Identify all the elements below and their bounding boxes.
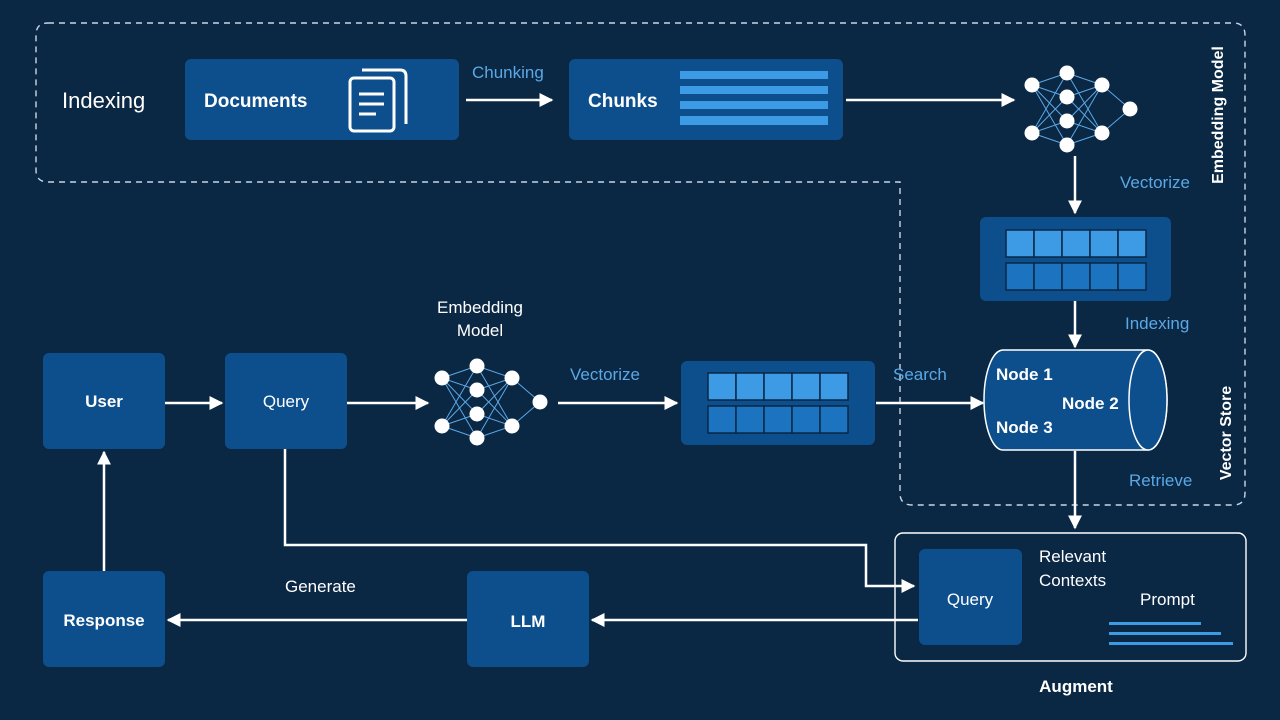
nn-node [1094, 125, 1110, 141]
vector-cell [791, 405, 821, 434]
nn-node [434, 370, 450, 386]
nn-node [1059, 89, 1075, 105]
nn-node [1024, 125, 1040, 141]
query-box: Query [225, 353, 347, 449]
augment-group: Query Relevant Contexts Prompt [894, 532, 1247, 662]
nn-edge [441, 389, 478, 427]
nn-edge [476, 377, 513, 439]
retrieve-label: Retrieve [1129, 471, 1192, 490]
node-1: Node 1 [996, 365, 1053, 384]
neural-network-icon [1024, 65, 1138, 153]
vector-cell [1089, 262, 1119, 291]
nn-edge [1031, 72, 1068, 134]
nn-node [469, 430, 485, 446]
vector-cell [1061, 262, 1091, 291]
response-label: Response [63, 611, 144, 630]
embedding-model-label-line2: Model [457, 321, 503, 340]
nn-node [1094, 77, 1110, 93]
chunks-box: Chunks [569, 59, 843, 140]
cylinder-icon [1128, 349, 1168, 451]
nn-edge [476, 377, 513, 415]
vector-cell [1117, 229, 1147, 258]
vector-cell [763, 372, 793, 401]
vector-grid-icon [681, 361, 875, 445]
nn-node [1059, 113, 1075, 129]
embedding-model-label-line1: Embedding [437, 298, 523, 317]
indexing-section-label: Indexing [62, 88, 145, 113]
embedding-model-section-label: Embedding Model [1210, 46, 1227, 184]
vectorize-top-label: Vectorize [1120, 173, 1190, 192]
nn-node [434, 418, 450, 434]
vector-store-section-label: Vector Store [1218, 386, 1235, 480]
chunk-lines-icon [680, 71, 828, 125]
nn-node [469, 406, 485, 422]
documents-label: Documents [204, 91, 307, 112]
indexing-step-label: Indexing [1125, 314, 1189, 333]
user-box: User [43, 353, 165, 449]
neural-network-icon [434, 358, 548, 446]
nn-node [1059, 65, 1075, 81]
vector-cell [791, 372, 821, 401]
nn-node [532, 394, 548, 410]
chunks-label: Chunks [588, 91, 658, 112]
prompt-lines-icon [1109, 622, 1233, 645]
llm-label: LLM [511, 612, 546, 631]
chunking-label: Chunking [472, 63, 544, 82]
prompt-query-label: Query [947, 590, 994, 609]
vector-cell [1117, 262, 1147, 291]
augment-label: Augment [1039, 677, 1113, 696]
documents-icon [348, 68, 408, 133]
node-2: Node 2 [1062, 394, 1119, 413]
vector-cell [819, 405, 849, 434]
relevant-contexts-line1: Relevant [1039, 547, 1106, 566]
vector-cell [707, 372, 737, 401]
nn-node [504, 370, 520, 386]
vector-cell [1089, 229, 1119, 258]
response-box: Response [43, 571, 165, 667]
user-label: User [85, 392, 123, 411]
documents-box: Documents [185, 59, 459, 140]
nn-node [1024, 77, 1040, 93]
search-label: Search [893, 365, 947, 384]
arrow-query-to-prompt [283, 449, 916, 593]
nn-node [1122, 101, 1138, 117]
nn-node [469, 358, 485, 374]
vector-cell [819, 372, 849, 401]
vector-cell [1005, 229, 1035, 258]
vector-cell [735, 372, 765, 401]
nn-edge [1066, 84, 1103, 146]
vector-cell [1061, 229, 1091, 258]
node-3: Node 3 [996, 418, 1053, 437]
generate-label: Generate [285, 577, 356, 596]
relevant-contexts-line2: Contexts [1039, 571, 1106, 590]
vector-grid-icon [980, 217, 1171, 301]
vector-cell [707, 405, 737, 434]
vector-cell [1033, 262, 1063, 291]
nn-edge [441, 365, 478, 427]
prompt-label: Prompt [1140, 590, 1195, 609]
vector-cell [735, 405, 765, 434]
vector-store-cylinder: Node 1 Node 2 Node 3 [983, 349, 1168, 451]
vector-cell [1005, 262, 1035, 291]
nn-edge [1066, 84, 1103, 122]
query-label: Query [263, 392, 310, 411]
nn-node [469, 382, 485, 398]
vector-cell [763, 405, 793, 434]
vector-cell [1033, 229, 1063, 258]
nn-node [1059, 137, 1075, 153]
indexing-region [35, 22, 1246, 506]
llm-box: LLM [467, 571, 589, 667]
prompt-query-box [919, 549, 1022, 645]
nn-node [504, 418, 520, 434]
vectorize-mid-label: Vectorize [570, 365, 640, 384]
nn-edge [1031, 96, 1068, 134]
